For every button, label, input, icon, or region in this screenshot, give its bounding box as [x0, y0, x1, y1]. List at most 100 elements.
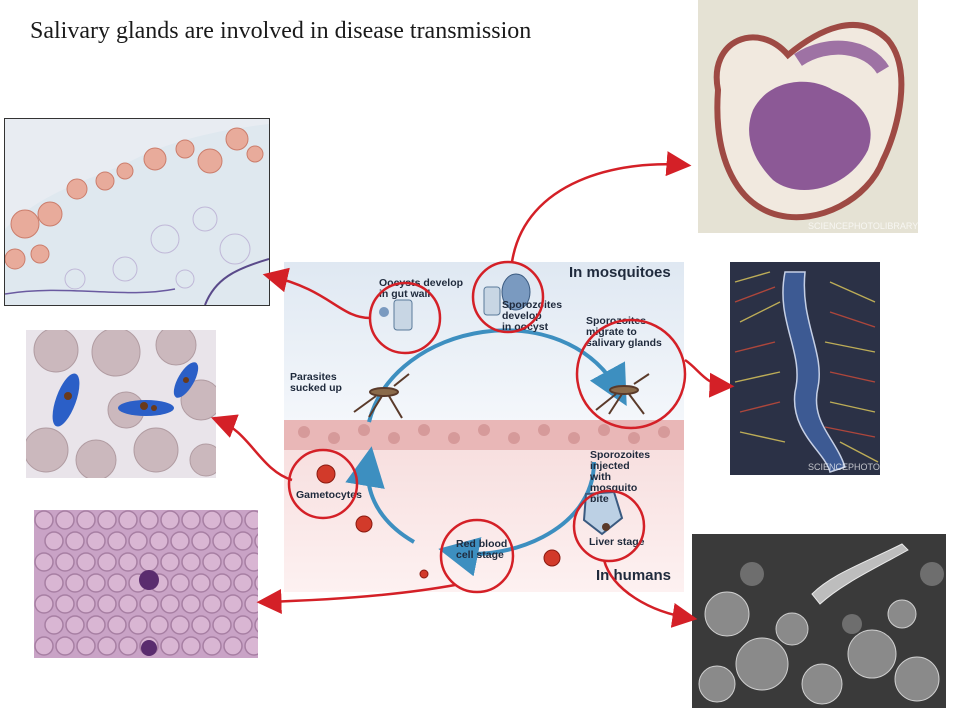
rbc-cell: [86, 573, 106, 593]
rbc-cell: [65, 531, 85, 551]
step-label-line: bite: [590, 493, 609, 505]
gametocyte-rbc-icon: [316, 464, 336, 484]
rbc-cell: [55, 636, 75, 656]
liver-cell-icon: [582, 490, 624, 536]
rbc-cell: [118, 552, 138, 572]
step-label-line: Parasites: [290, 371, 337, 383]
rbc-cell: [202, 594, 222, 614]
photo-sem-sporozoite: [692, 534, 946, 708]
rbc-icon: [355, 515, 373, 533]
rbc-cell: [212, 531, 232, 551]
photo-salivary-gland-sporozoites: SCIENCEPHOTO: [730, 262, 880, 475]
arrow-to-sem: [602, 559, 698, 628]
photo-oocyst-section: SCIENCEPHOTOLIBRARY: [698, 0, 918, 233]
rbc-cell: [212, 573, 232, 593]
highlight-salivary-circle: [575, 318, 687, 430]
rbc-cell: [181, 552, 201, 572]
rbc-cell: [128, 531, 148, 551]
step-label-line: sucked up: [290, 382, 342, 394]
arrow-to-salivary-tissue: [262, 267, 371, 320]
rbc-cell: [244, 594, 258, 614]
rbc-cell: [170, 615, 190, 635]
step-label-gametocytes: Gametocytes: [296, 489, 362, 501]
rbc-cell: [244, 636, 258, 656]
rbc-cell: [244, 510, 258, 530]
rbc-cell: [212, 615, 232, 635]
rbc-cell: [181, 636, 201, 656]
rbc-cell: [202, 510, 222, 530]
step-label-line: Gametocytes: [296, 489, 362, 501]
rbc-icon-2: [543, 549, 561, 567]
rbc-cell: [97, 594, 117, 614]
photo-salivary-tissue: [4, 118, 270, 306]
watermark-library: SCIENCEPHOTOLIBRARY: [808, 221, 918, 231]
rbc-cell: [149, 531, 169, 551]
rbc-small-icon: [419, 569, 429, 579]
step-label-line: cell stage: [456, 549, 504, 561]
rbc-cell: [118, 594, 138, 614]
highlight-rbc-circle: [439, 518, 515, 594]
rbc-cell: [86, 615, 106, 635]
rbc-cell: [97, 636, 117, 656]
step-label-line: migrate to: [586, 326, 637, 338]
highlight-sporozoite-oocyst-circle: [471, 260, 545, 334]
highlight-liver-circle: [572, 489, 646, 563]
rbc-cell: [160, 636, 180, 656]
step-label-line: Sporozoites: [590, 449, 650, 461]
watermark-gland: SCIENCEPHOTO: [808, 462, 880, 472]
rbc-cell: [44, 531, 64, 551]
step-label-line: Oocysts develop: [379, 277, 463, 289]
rbc-cell: [139, 510, 159, 530]
rbc-cell: [254, 617, 258, 633]
rbc-cell: [149, 615, 169, 635]
step-label-line: in gut wall: [379, 288, 430, 300]
rbc-cell: [191, 531, 211, 551]
rbc-cell: [118, 636, 138, 656]
rbc-cell: [34, 636, 54, 656]
rbc-cell: [160, 552, 180, 572]
rbc-cell: [97, 510, 117, 530]
rbc-cell: [76, 594, 96, 614]
rbc-cell: [254, 533, 258, 549]
mosquito-right-icon: [595, 373, 650, 415]
arrow-to-oocyst-section: [510, 151, 692, 263]
rbc-cell: [170, 573, 190, 593]
step-label-line: with: [589, 471, 611, 483]
step-label-line: Liver stage: [589, 536, 645, 548]
rbc-cell: [107, 531, 127, 551]
rbc-cell: [233, 531, 253, 551]
rbc-cell: [139, 594, 159, 614]
rbc-cell: [128, 615, 148, 635]
rbc-cell: [223, 636, 243, 656]
rbc-cell: [34, 594, 54, 614]
rbc-cell: [76, 552, 96, 572]
highlight-gametocytes-circle: [287, 448, 359, 520]
rbc-cell: [160, 594, 180, 614]
rbc-cell: [44, 615, 64, 635]
header-in-mosquitoes: In mosquitoes: [569, 264, 671, 281]
rbc-cell: [34, 510, 54, 530]
rbc-cell: [76, 636, 96, 656]
mosquito-left-icon: [353, 373, 410, 419]
arrow-to-rbc-stage: [256, 583, 456, 614]
highlight-oocyst-circle: [368, 281, 442, 355]
slide-title: Salivary glands are involved in disease …: [30, 18, 532, 44]
rbc-cell: [233, 573, 253, 593]
rbc-cell: [223, 510, 243, 530]
rbc-cell: [97, 552, 117, 572]
arrow-to-gametocytes: [210, 414, 293, 482]
oocyst-icon: [379, 299, 413, 331]
rbc-cell: [76, 510, 96, 530]
rbc-cell: [202, 552, 222, 572]
step-label-line: salivary glands: [586, 337, 662, 349]
rbc-cell: [223, 594, 243, 614]
photo-rbc-stage: [34, 510, 258, 658]
step-label-line: Sporozoites: [502, 299, 562, 311]
step-label-liver-stage: Liver stage: [589, 536, 645, 548]
rbc-cell: [160, 510, 180, 530]
rbc-cell: [55, 594, 75, 614]
